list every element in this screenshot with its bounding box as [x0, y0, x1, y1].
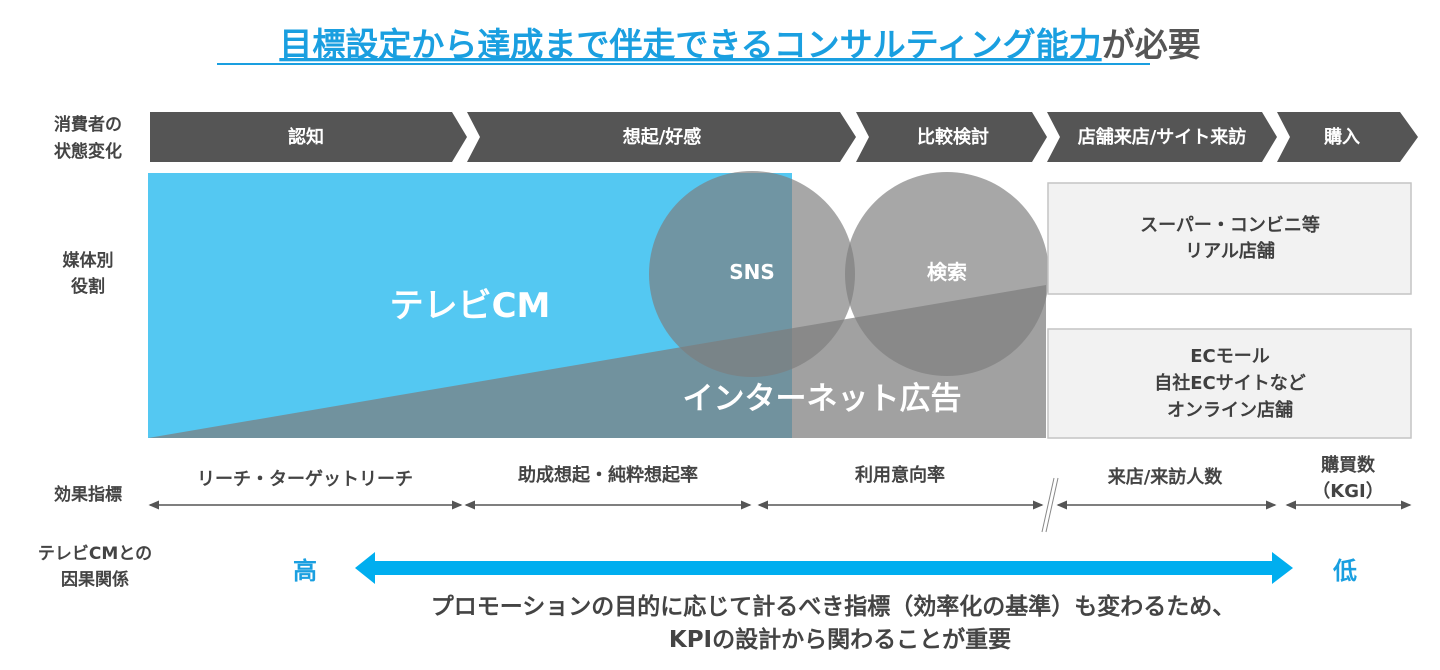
causality-low: 低: [1332, 557, 1357, 585]
stage-chevron-purchase: [1277, 112, 1418, 162]
metric-label: リーチ・ターゲットリーチ: [197, 468, 413, 490]
label-causality-1: テレビCMとの: [38, 544, 152, 564]
sns-circle: [649, 171, 855, 377]
metric-label: 来店/来訪人数: [1107, 466, 1224, 488]
title-rest: が必要: [1102, 25, 1201, 64]
stage-chevron-compare: [856, 112, 1047, 162]
metric-label: （KGI）: [1312, 481, 1383, 502]
conclusion-line: プロモーションの目的に応じて計るべき指標（効率化の基準）も変わるため、: [431, 593, 1236, 620]
real-store-box: [1047, 182, 1412, 295]
real-store-line: スーパー・コンビニ等: [1140, 214, 1320, 236]
page-title: 目標設定から達成まで伴走できるコンサルティング能力が必要: [279, 25, 1200, 64]
internet-ad-label: インターネット広告: [683, 381, 962, 417]
title-highlight: 目標設定から達成まで伴走できるコンサルティング能力: [279, 25, 1101, 64]
tv-cm-label: テレビCM: [390, 286, 551, 326]
real-store-line: リアル店舗: [1185, 240, 1275, 262]
metric-label: 助成想起・純粋想起率: [518, 464, 698, 486]
label-causality-2: 因果関係: [61, 569, 129, 590]
online-store-line: オンライン店舗: [1167, 399, 1293, 421]
sns-label: SNS: [729, 260, 775, 284]
stage-label: 店舗来店/サイト来訪: [1078, 126, 1247, 148]
search-circle: [845, 172, 1049, 376]
stage-label: 認知: [288, 126, 324, 148]
online-store-box: [1047, 328, 1412, 439]
metric-label: 購買数: [1320, 454, 1376, 476]
causality-high: 高: [293, 557, 317, 585]
online-store-line: ECモール: [1190, 346, 1270, 367]
label-media-1: 媒体別: [63, 250, 114, 271]
conclusion-line: KPIの設計から関わることが重要: [669, 626, 1011, 653]
stage-label: 購入: [1323, 126, 1360, 148]
stage-chevron-recall: [467, 112, 856, 162]
stage-label: 比較検討: [917, 126, 989, 148]
stage-label: 想起/好感: [623, 126, 702, 148]
stage-chevrons: [150, 112, 1418, 162]
online-store-line: 自社ECサイトなど: [1154, 372, 1306, 394]
stage-chevron-awareness: [150, 112, 467, 162]
causality-arrow: [355, 552, 1293, 584]
metric-label: 利用意向率: [855, 464, 945, 486]
label-consumer-2: 状態変化: [54, 141, 122, 162]
label-consumer-1: 消費者の: [54, 114, 122, 135]
label-metrics: 効果指標: [54, 484, 122, 505]
search-label: 検索: [927, 260, 967, 284]
break-mark: [1041, 477, 1059, 533]
label-media-2: 役割: [71, 276, 105, 297]
stage-chevron-visit: [1047, 112, 1277, 162]
